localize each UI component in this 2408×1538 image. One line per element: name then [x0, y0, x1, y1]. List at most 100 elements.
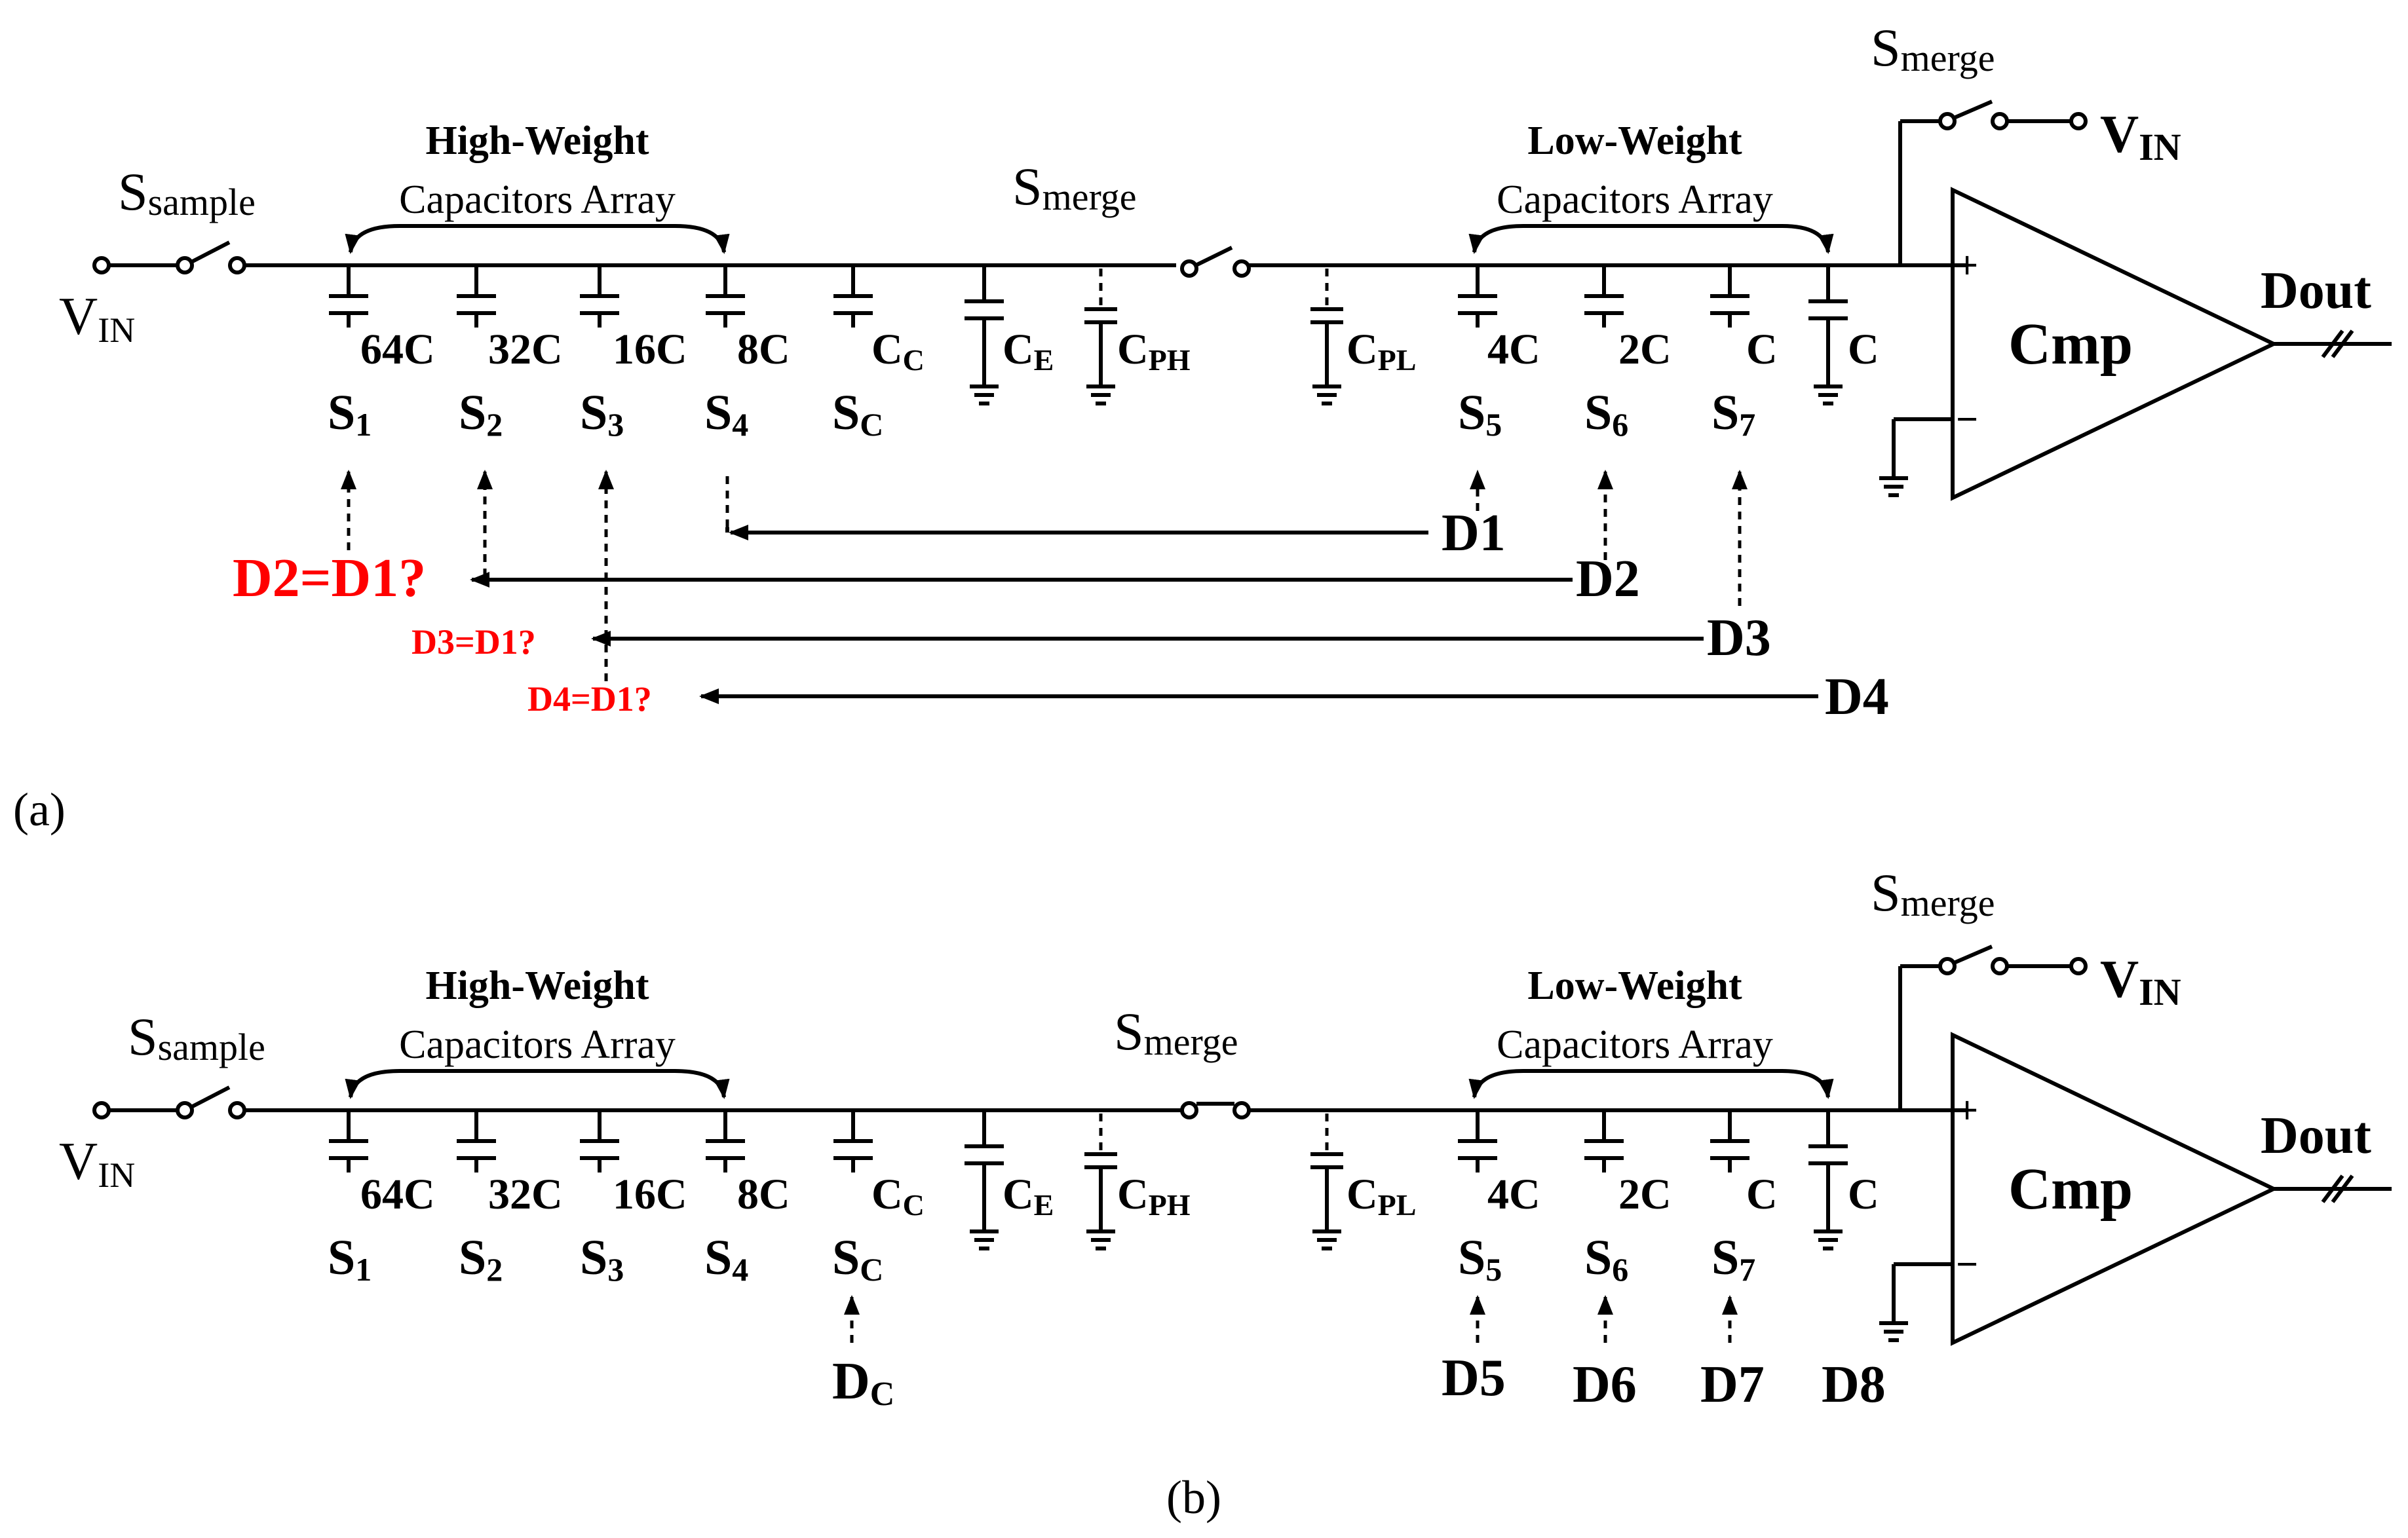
cap-ce — [965, 265, 1004, 405]
d3-label: D3 — [1707, 609, 1771, 667]
cap-ce — [965, 1110, 1004, 1250]
plus-sign: + — [1956, 244, 1978, 287]
cap-cpl-parasitic — [1310, 269, 1343, 405]
cap-cc-label: CC — [871, 326, 925, 377]
cap-1c — [1710, 1110, 1749, 1172]
s7-label: S7 — [1711, 385, 1755, 443]
dout-label: Dout — [2261, 262, 2371, 320]
s4-label: S4 — [704, 385, 748, 443]
d2-eq-d1-label: D2=D1? — [233, 548, 426, 609]
s4-label: S4 — [704, 1230, 748, 1288]
comparator-label: Cmp — [2008, 312, 2133, 377]
minus-sign: − — [1956, 398, 1978, 441]
s-sample-label: Ssample — [128, 1007, 265, 1068]
cap-cc — [833, 265, 873, 328]
cap-64c — [329, 265, 368, 328]
low-array-title-1: Low-Weight — [1527, 119, 1742, 163]
low-array-bracket — [1468, 224, 1834, 254]
merge-switch-blade — [1194, 246, 1233, 267]
d7-label: D7 — [1700, 1356, 1765, 1414]
cap-8c — [706, 265, 745, 328]
cap-1c-dummy-label: C — [1848, 326, 1879, 373]
cap-64c-label: 64C — [360, 1171, 435, 1218]
cap-8c — [706, 1110, 745, 1172]
s-merge-label: Smerge — [1012, 157, 1136, 218]
cap-32c — [457, 265, 496, 328]
d1-label: D1 — [1442, 504, 1506, 562]
cap-cph-label: CPH — [1117, 326, 1191, 377]
panel-a: VIN Ssample Smerge Smerge VIN High-Weigh… — [13, 18, 2392, 836]
cap-64c-label: 64C — [360, 326, 435, 373]
vin-label: VIN — [59, 286, 135, 350]
cap-2c-label: 2C — [1618, 1171, 1672, 1218]
cap-1c-dummy — [1808, 1110, 1848, 1250]
cap-16c-label: 16C — [613, 326, 687, 373]
d6-label: D6 — [1573, 1356, 1637, 1414]
comparator — [1951, 1032, 2278, 1346]
panel-b: VIN Ssample Smerge Smerge VIN High-Weigh… — [59, 863, 2392, 1524]
cap-2c — [1584, 1110, 1624, 1172]
sc-label: SC — [832, 1230, 883, 1288]
vin-terminal — [92, 1101, 111, 1119]
d4-label: D4 — [1825, 668, 1889, 726]
cap-ce-label: CE — [1003, 326, 1054, 377]
dout-label: Dout — [2261, 1107, 2371, 1165]
high-array-title-1: High-Weight — [425, 964, 649, 1008]
sc-label: SC — [832, 385, 883, 443]
high-array-title-2: Capacitors Array — [399, 1022, 676, 1067]
cap-cpl-parasitic — [1310, 1114, 1343, 1250]
cap-16c — [580, 1110, 619, 1172]
s2-label: S2 — [459, 385, 503, 443]
cap-32c — [457, 1110, 496, 1172]
plus-sign: + — [1956, 1089, 1978, 1132]
d3-eq-d1-label: D3=D1? — [411, 622, 536, 662]
s-merge-top-label: Smerge — [1871, 863, 1995, 924]
cap-1c-label: C — [1746, 1171, 1778, 1218]
s6-label: S6 — [1584, 385, 1628, 443]
caption-a: (a) — [13, 783, 66, 836]
cap-8c-label: 8C — [737, 326, 790, 373]
cap-4c-label: 4C — [1487, 326, 1540, 373]
s-merge-top-label: Smerge — [1871, 18, 1995, 79]
cap-16c-label: 16C — [613, 1171, 687, 1218]
cap-cc-label: CC — [871, 1171, 925, 1222]
comparator-label: Cmp — [2008, 1157, 2133, 1222]
dc-label: DC — [832, 1353, 894, 1413]
vin-terminal-top — [2069, 957, 2088, 975]
d2-label: D2 — [1576, 550, 1640, 608]
cap-2c-label: 2C — [1618, 326, 1672, 373]
low-array-title-2: Capacitors Array — [1497, 178, 1773, 222]
high-array-bracket — [345, 1069, 730, 1099]
merge-switch-right — [1233, 1101, 1251, 1119]
s3-label: S3 — [580, 385, 624, 443]
s1-label: S1 — [328, 385, 372, 443]
cap-4c-label: 4C — [1487, 1171, 1540, 1218]
cap-1c-label: C — [1746, 326, 1778, 373]
s2-label: S2 — [459, 1230, 503, 1288]
cap-cc — [833, 1110, 873, 1172]
s-merge-label: Smerge — [1114, 1002, 1238, 1063]
cap-cph-label: CPH — [1117, 1171, 1191, 1222]
sample-switch-blade — [190, 240, 231, 264]
cap-2c — [1584, 265, 1624, 328]
cap-1c — [1710, 265, 1749, 328]
d5-label: D5 — [1442, 1349, 1506, 1407]
cap-64c — [329, 1110, 368, 1172]
cap-cph-parasitic — [1084, 1114, 1117, 1250]
high-array-title-2: Capacitors Array — [399, 178, 676, 222]
vin-terminal-top — [2069, 112, 2088, 130]
s3-label: S3 — [580, 1230, 624, 1288]
merge-switch-top-blade — [1953, 945, 1993, 965]
s-sample-label: Ssample — [118, 162, 256, 223]
d8-label: D8 — [1822, 1356, 1886, 1414]
cap-cpl-label: CPL — [1347, 1171, 1416, 1222]
low-array-title-1: Low-Weight — [1527, 964, 1742, 1008]
low-array-title-2: Capacitors Array — [1497, 1022, 1773, 1067]
cap-cpl-label: CPL — [1347, 326, 1416, 377]
merge-switch-top-blade — [1953, 100, 1993, 120]
low-array-bracket — [1468, 1069, 1834, 1099]
cap-16c — [580, 265, 619, 328]
vin-top-label: VIN — [2100, 949, 2181, 1013]
cap-32c-label: 32C — [488, 326, 563, 373]
d4-eq-d1-label: D4=D1? — [527, 679, 652, 719]
